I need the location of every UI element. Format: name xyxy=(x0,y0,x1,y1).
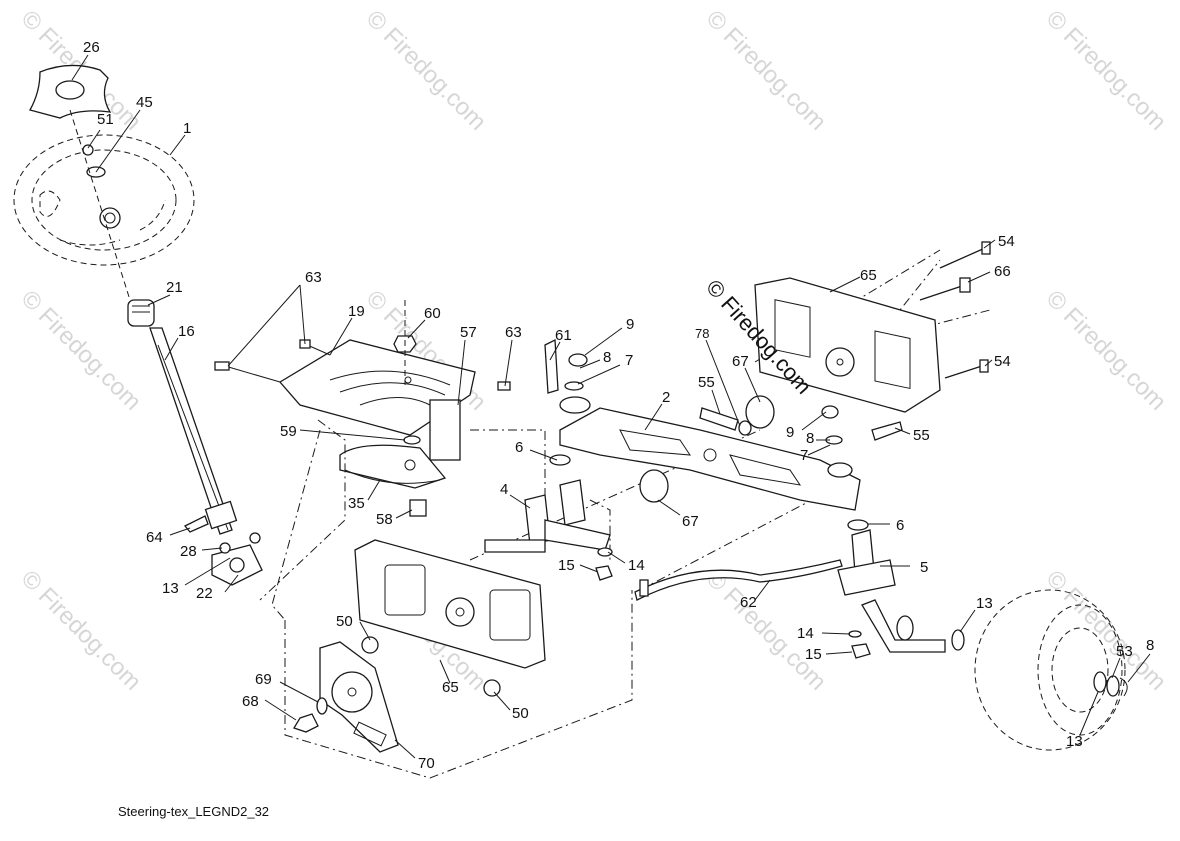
shaft-bracket xyxy=(183,515,263,586)
callout-45: 45 xyxy=(136,94,153,111)
callout-70: 70 xyxy=(418,755,435,772)
callout-6: 6 xyxy=(896,517,904,534)
callout-64: 64 xyxy=(146,529,163,546)
steering-shaft xyxy=(149,327,238,535)
callout-54: 54 xyxy=(994,353,1011,370)
steering-plate xyxy=(279,339,476,461)
callout-8: 8 xyxy=(1146,637,1154,654)
watermark: © Firedog.com xyxy=(701,5,832,136)
callout-28: 28 xyxy=(180,543,197,560)
callout-13: 13 xyxy=(162,580,179,597)
diagram-caption: Steering-tex_LEGND2_32 xyxy=(118,804,270,819)
watermark: © Firedog.com xyxy=(16,565,147,696)
bracket-bolt xyxy=(293,697,328,733)
steering-wheel-cap xyxy=(29,64,112,119)
callout-63: 63 xyxy=(505,324,522,341)
callout-61: 61 xyxy=(555,327,572,344)
callout-68: 68 xyxy=(242,693,259,710)
tie-rod xyxy=(634,559,843,601)
callout-50: 50 xyxy=(512,705,529,722)
callout-5: 5 xyxy=(920,559,928,576)
watermark: © Firedog.com xyxy=(361,5,492,136)
callout-7: 7 xyxy=(625,352,633,369)
callout-19: 19 xyxy=(348,303,365,320)
callout-14: 14 xyxy=(797,625,814,642)
watermarks: © Firedog.com © Firedog.com © Firedog.co… xyxy=(16,5,1172,696)
wheel-nut xyxy=(82,144,106,178)
leader-lines xyxy=(71,54,1151,759)
watermark: © Firedog.com xyxy=(16,285,147,416)
callout-58: 58 xyxy=(376,511,393,528)
steering-wheel xyxy=(13,134,195,266)
callout-66: 66 xyxy=(994,263,1011,280)
callout-59: 59 xyxy=(280,423,297,440)
callout-51: 51 xyxy=(97,111,114,128)
callout-9: 9 xyxy=(786,424,794,441)
callout-26: 26 xyxy=(83,39,100,56)
callout-2: 2 xyxy=(662,389,670,406)
callout-7: 7 xyxy=(800,447,808,464)
front-axle xyxy=(559,396,861,511)
callout-8: 8 xyxy=(806,430,814,447)
callout-15: 15 xyxy=(805,646,822,663)
callout-21: 21 xyxy=(166,279,183,296)
right-spindle xyxy=(837,529,946,653)
callout-65: 65 xyxy=(860,267,877,284)
plate-bolts-upper xyxy=(919,241,991,379)
callout-8: 8 xyxy=(603,349,611,366)
lower-side-plate xyxy=(354,539,546,669)
plate-nuts xyxy=(361,636,501,697)
callout-15: 15 xyxy=(558,557,575,574)
callout-16: 16 xyxy=(178,323,195,340)
watermark: © Firedog.com xyxy=(1041,5,1172,136)
callout-54: 54 xyxy=(998,233,1015,250)
axle-spacer xyxy=(639,395,775,503)
callout-57: 57 xyxy=(460,324,477,341)
callout-1: 1 xyxy=(183,120,191,137)
callout-labels: 26 45 51 1 21 16 63 19 60 57 63 61 9 8 7… xyxy=(83,39,1154,772)
callout-63: 63 xyxy=(305,269,322,286)
callout-67: 67 xyxy=(732,353,749,370)
axle-pins xyxy=(699,407,903,441)
watermark: © Firedog.com xyxy=(1041,565,1172,696)
gear-bolt xyxy=(409,499,427,517)
steering-adapter xyxy=(127,299,155,327)
callout-55: 55 xyxy=(698,374,715,391)
callout-6: 6 xyxy=(515,439,523,456)
upper-side-plate xyxy=(754,277,941,413)
callout-55: 55 xyxy=(913,427,930,444)
spindle-nuts xyxy=(595,547,871,659)
callout-22: 22 xyxy=(196,585,213,602)
callout-50: 50 xyxy=(336,613,353,630)
axle-pin xyxy=(544,338,559,394)
callout-35: 35 xyxy=(348,495,365,512)
callout-69: 69 xyxy=(255,671,272,688)
callout-78: 78 xyxy=(695,326,709,341)
callout-65: 65 xyxy=(442,679,459,696)
sector-gear xyxy=(339,435,447,489)
callout-67: 67 xyxy=(682,513,699,530)
callout-4: 4 xyxy=(500,481,508,498)
watermark: © Firedog.com xyxy=(1041,285,1172,416)
callout-9: 9 xyxy=(626,316,634,333)
callout-14: 14 xyxy=(628,557,645,574)
mounting-bracket xyxy=(319,641,399,753)
callout-62: 62 xyxy=(740,594,757,611)
callout-13: 13 xyxy=(976,595,993,612)
callout-13: 13 xyxy=(1066,733,1083,750)
callout-60: 60 xyxy=(424,305,441,322)
callout-53: 53 xyxy=(1116,643,1133,660)
